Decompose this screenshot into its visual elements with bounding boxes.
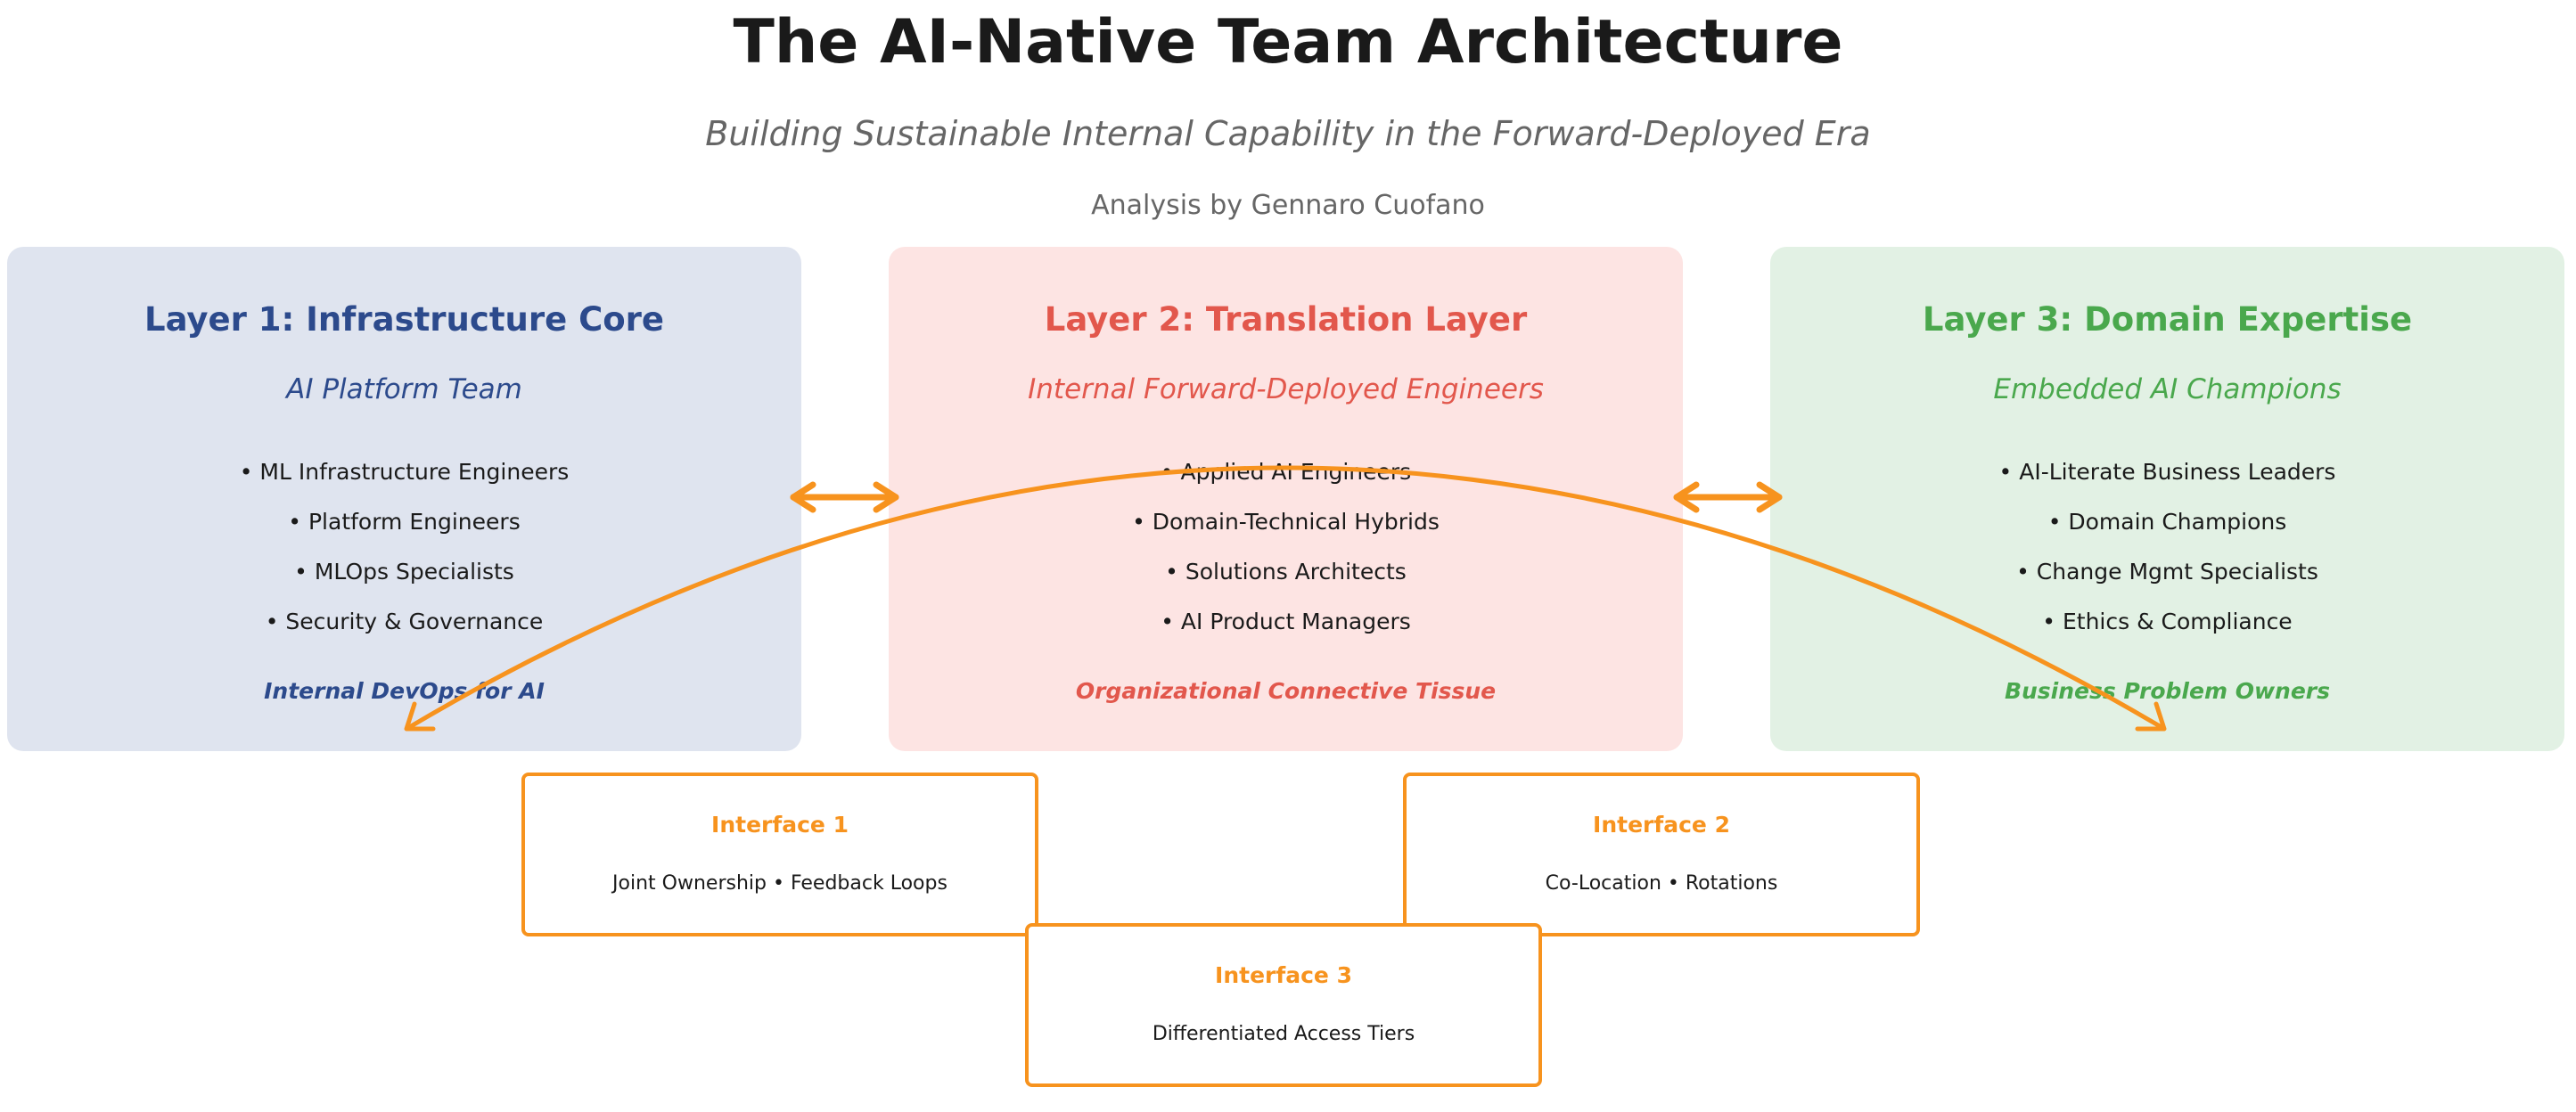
layer-1-team: AI Platform Team (286, 373, 522, 405)
author-byline: Analysis by Gennaro Cuofano (1091, 190, 1485, 221)
layer-2-title: Layer 2: Translation Layer (1044, 300, 1528, 339)
layer-1-tagline: Internal DevOps for AI (264, 678, 545, 704)
interface-2-title: Interface 2 (1593, 812, 1730, 838)
layer-3-box: Layer 3: Domain Expertise Embedded AI Ch… (1770, 247, 2564, 751)
role-item: • Change Mgmt Specialists (2016, 559, 2318, 585)
interface-3-description: Differentiated Access Tiers (1152, 1023, 1415, 1045)
layer-3-tagline: Business Problem Owners (2004, 678, 2331, 704)
interface-1-box: Interface 1 Joint Ownership • Feedback L… (521, 773, 1038, 936)
layer-3-roles: • AI-Literate Business Leaders • Domain … (1770, 459, 2564, 658)
role-item: • Solutions Architects (1165, 559, 1407, 585)
interface-3-title: Interface 3 (1215, 962, 1352, 988)
role-item: • Security & Governance (265, 609, 544, 634)
role-item: • Domain Champions (2047, 509, 2287, 535)
role-item: • Applied AI Engineers (1160, 459, 1412, 485)
layer-2-team: Internal Forward-Deployed Engineers (1028, 373, 1544, 405)
page-title: The AI-Native Team Architecture (733, 7, 1843, 78)
role-item: • Domain-Technical Hybrids (1132, 509, 1440, 535)
interface-3-box: Interface 3 Differentiated Access Tiers (1025, 923, 1542, 1087)
layer-1-roles: • ML Infrastructure Engineers • Platform… (7, 459, 801, 658)
interface-2-box: Interface 2 Co-Location • Rotations (1403, 773, 1920, 936)
layer-2-tagline: Organizational Connective Tissue (1075, 678, 1497, 704)
layer-3-team: Embedded AI Champions (1993, 373, 2342, 405)
role-item: • AI-Literate Business Leaders (1998, 459, 2336, 485)
role-item: • Platform Engineers (288, 509, 521, 535)
interface-1-description: Joint Ownership • Feedback Loops (612, 872, 948, 895)
layer-1-box: Layer 1: Infrastructure Core AI Platform… (7, 247, 801, 751)
role-item: • ML Infrastructure Engineers (239, 459, 570, 485)
interface-1-title: Interface 1 (711, 812, 849, 838)
interface-2-description: Co-Location • Rotations (1545, 872, 1778, 895)
layer-3-title: Layer 3: Domain Expertise (1922, 300, 2413, 339)
layer-1-title: Layer 1: Infrastructure Core (144, 300, 664, 339)
role-item: • Ethics & Compliance (2042, 609, 2293, 634)
page-subtitle: Building Sustainable Internal Capability… (705, 114, 1871, 153)
layer-2-roles: • Applied AI Engineers • Domain-Technica… (889, 459, 1683, 658)
layer-2-box: Layer 2: Translation Layer Internal Forw… (889, 247, 1683, 751)
role-item: • MLOps Specialists (294, 559, 514, 585)
role-item: • AI Product Managers (1161, 609, 1411, 634)
